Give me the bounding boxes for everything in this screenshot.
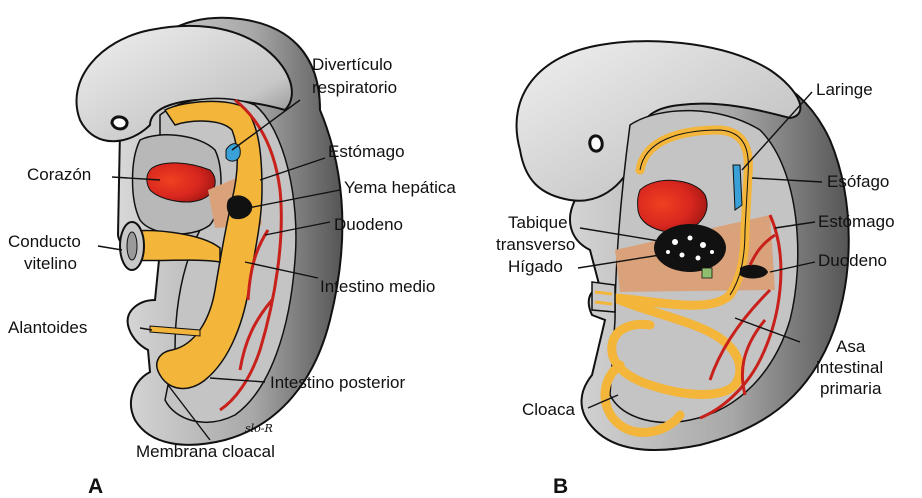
label-estomago-a: Estómago — [328, 142, 405, 161]
label-higado: Hígado — [508, 257, 563, 276]
panel-letter-b: B — [553, 475, 568, 498]
label-esofago: Esófago — [827, 172, 889, 191]
embryo-a-eye — [112, 117, 127, 129]
label-conducto-vitelino-2: vitelino — [24, 254, 77, 273]
label-duodeno-a: Duodeno — [334, 215, 403, 234]
label-yema-hepatica: Yema hepática — [344, 178, 456, 197]
label-diverticulo-respiratorio-2: respiratorio — [312, 78, 397, 97]
embryo-b-eye — [590, 136, 602, 151]
embryo-b-vitelline — [592, 282, 615, 312]
label-estomago-b: Estómago — [818, 212, 895, 231]
embryo-a-signature: slo-R — [245, 422, 273, 435]
label-asa-intestinal-primaria-1: Asa — [836, 337, 866, 356]
label-tabique-transverso-2: transverso — [496, 235, 575, 254]
label-alantoides: Alantoides — [8, 318, 87, 337]
label-duodeno-b: Duodeno — [818, 251, 887, 270]
embryo-b-esophagus — [733, 165, 742, 210]
embryo-b-duodenum-green — [702, 268, 712, 278]
label-laringe: Laringe — [816, 80, 873, 99]
label-asa-intestinal-primaria-3: primaria — [820, 379, 882, 398]
label-membrana-cloacal: Membrana cloacal — [136, 442, 275, 461]
label-corazon: Corazón — [27, 165, 91, 184]
embryo-b-liver — [654, 224, 726, 272]
label-diverticulo-respiratorio-1: Divertículo — [312, 55, 392, 74]
label-intestino-posterior: Intestino posterior — [270, 373, 405, 392]
label-intestino-medio: Intestino medio — [320, 277, 435, 296]
label-conducto-vitelino-1: Conducto — [8, 232, 81, 251]
label-cloaca: Cloaca — [522, 400, 575, 419]
label-tabique-transverso-1: Tabique — [508, 213, 568, 232]
label-asa-intestinal-primaria-2: intestinal — [816, 358, 883, 377]
panel-letter-a: A — [88, 475, 103, 498]
